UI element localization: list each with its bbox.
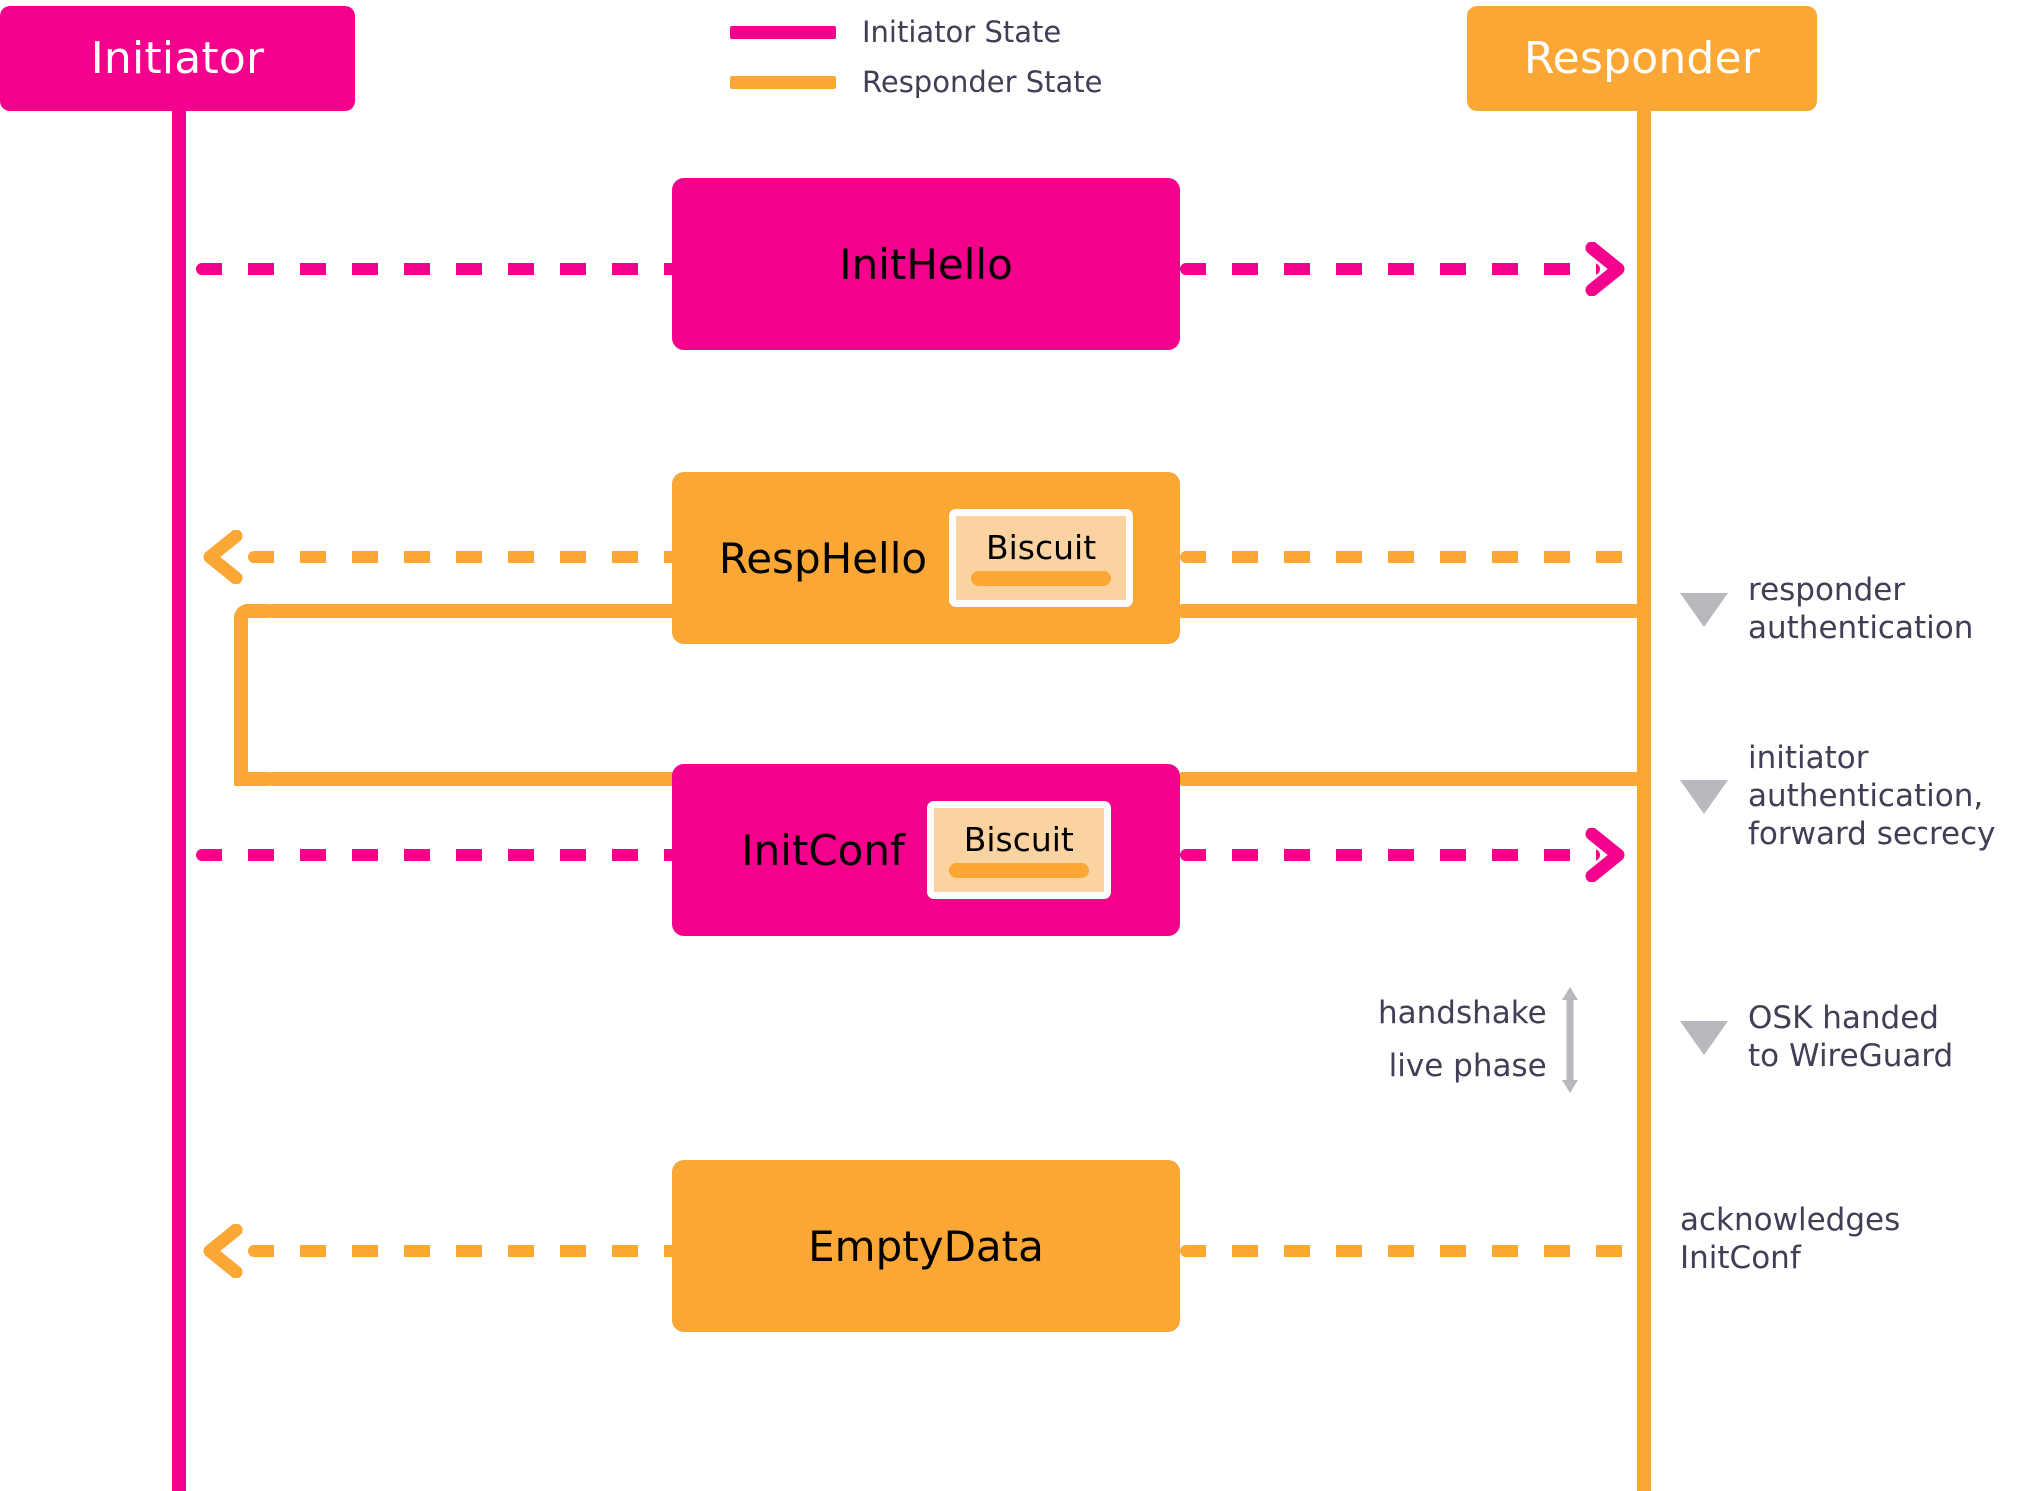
legend-item-responder-state: Responder State — [730, 64, 1102, 100]
biscuit-label-resphello: Biscuit — [985, 527, 1097, 567]
message-line-emptydata-left — [248, 1245, 680, 1257]
state-path-resphello-out-top — [270, 604, 680, 618]
legend-swatch-responder-icon — [730, 75, 836, 89]
message-box-initconf[interactable]: InitConf Biscuit — [672, 764, 1180, 936]
state-path-initconf-to-responder — [1180, 772, 1651, 786]
triangle-down-icon — [1680, 779, 1728, 814]
phase-label-live: live phase — [1388, 1048, 1547, 1084]
message-line-resphello-right — [1180, 551, 1640, 563]
triangle-down-icon — [1680, 592, 1728, 627]
state-path-into-initconf — [270, 772, 680, 786]
legend-label-responder-state: Responder State — [862, 65, 1103, 99]
biscuit-chip-resphello[interactable]: Biscuit — [949, 509, 1134, 607]
biscuit-chip-initconf[interactable]: Biscuit — [926, 801, 1111, 899]
message-box-emptydata[interactable]: EmptyData — [672, 1160, 1180, 1332]
legend-label-initiator-state: Initiator State — [862, 15, 1062, 49]
state-path-corner-top-left — [234, 604, 270, 640]
arrowhead-right-inithello-icon — [1584, 242, 1628, 296]
state-path-vertical — [234, 634, 248, 786]
message-label-initconf: InitConf — [741, 825, 905, 875]
message-line-inithello-right — [1180, 263, 1600, 275]
message-label-inithello: InitHello — [839, 239, 1013, 289]
arrowhead-left-resphello-icon — [200, 530, 244, 584]
legend-item-initiator-state: Initiator State — [730, 14, 1102, 50]
message-line-emptydata-right — [1180, 1245, 1640, 1257]
legend: Initiator State Responder State — [730, 14, 1102, 100]
message-label-resphello: RespHello — [718, 533, 928, 583]
state-path-corner-bottom-left — [234, 750, 270, 786]
message-line-inithello-left — [196, 263, 680, 275]
arrowhead-right-initconf-icon — [1584, 828, 1628, 882]
actor-responder-label: Responder — [1523, 33, 1761, 84]
annotation-text-acknowledges-initconf: acknowledges InitConf — [1680, 1202, 1901, 1276]
message-label-emptydata: EmptyData — [808, 1221, 1044, 1271]
phase-divider: handshake live phase — [1378, 984, 1581, 1096]
annotation-osk-handed: OSK handed to WireGuard — [1680, 1000, 1953, 1076]
message-box-inithello[interactable]: InitHello — [672, 178, 1180, 350]
biscuit-bar-icon — [971, 570, 1112, 586]
state-path-resphello-to-responder — [1180, 604, 1651, 618]
biscuit-label-initconf: Biscuit — [963, 819, 1074, 859]
triangle-down-icon — [1680, 1020, 1728, 1055]
annotation-text-osk-handed: OSK handed to WireGuard — [1748, 1000, 1954, 1074]
actor-initiator-label: Initiator — [90, 33, 265, 84]
actor-responder: Responder — [1467, 6, 1817, 111]
biscuit-bar-icon — [948, 862, 1089, 878]
legend-swatch-initiator-icon — [730, 25, 836, 39]
annotation-acknowledges-initconf: acknowledges InitConf — [1680, 1202, 1900, 1278]
annotation-responder-authentication: responder authentication — [1680, 572, 1973, 648]
message-box-resphello[interactable]: RespHello Biscuit — [672, 472, 1180, 644]
initiator-lifeline — [172, 60, 186, 1491]
annotation-text-responder-authentication: responder authentication — [1748, 572, 1974, 646]
annotation-initiator-authentication: initiator authentication, forward secrec… — [1680, 740, 1996, 853]
arrowhead-left-emptydata-icon — [200, 1224, 244, 1278]
message-line-initconf-left — [196, 849, 680, 861]
annotation-text-initiator-authentication: initiator authentication, forward secrec… — [1748, 740, 1996, 852]
message-line-initconf-right — [1180, 849, 1600, 861]
actor-initiator: Initiator — [0, 6, 355, 111]
phase-double-arrow-icon — [1561, 987, 1578, 1093]
phase-label-handshake: handshake — [1378, 995, 1547, 1031]
message-line-resphello-left — [248, 551, 680, 563]
